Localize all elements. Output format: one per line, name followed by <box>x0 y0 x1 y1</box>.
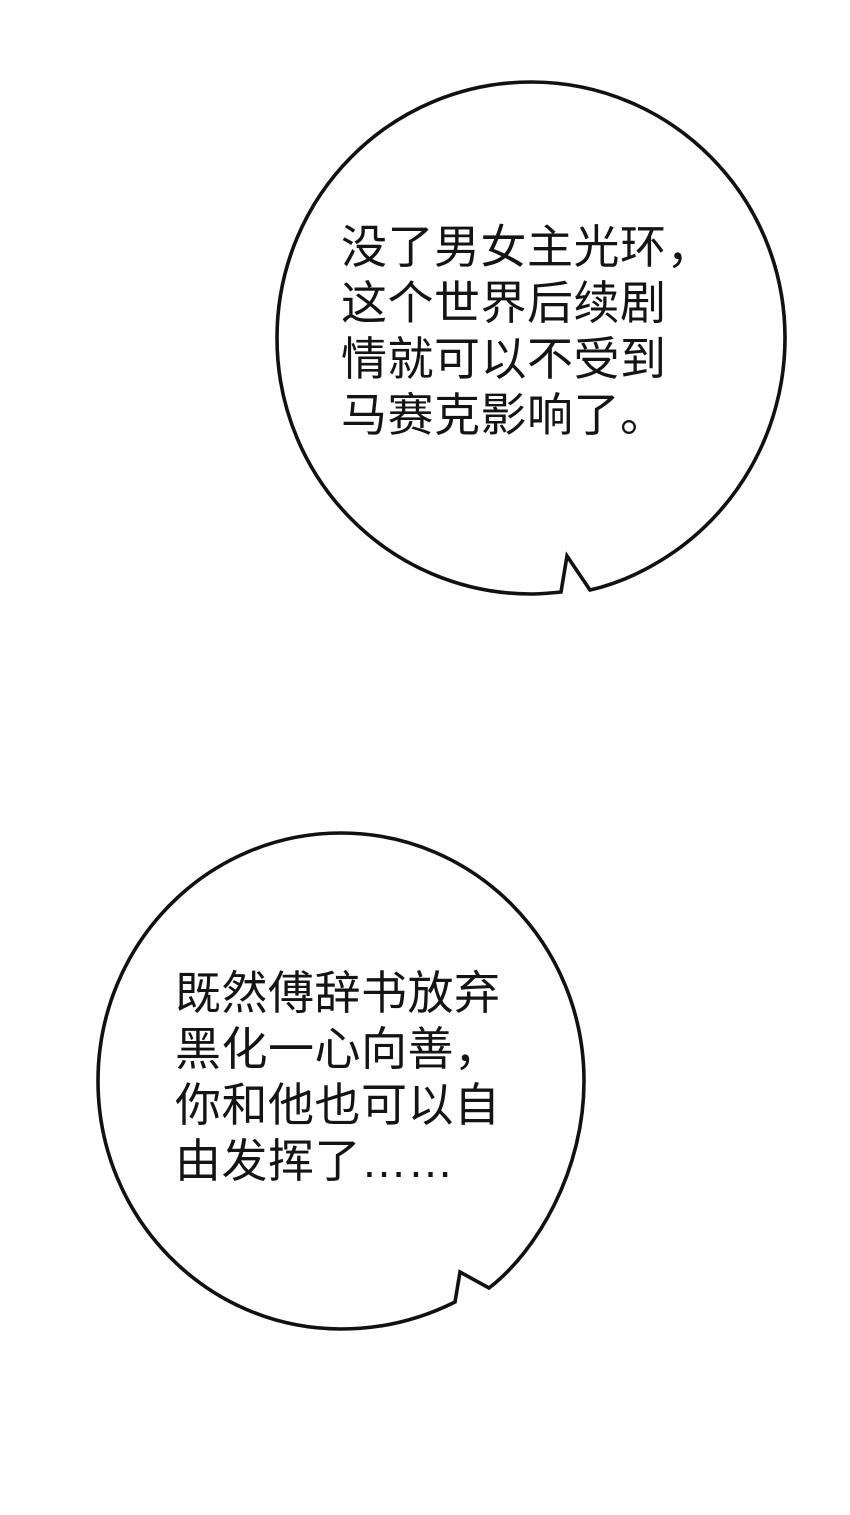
speech-bubble-2-text: 既然傅辞书放弃 黑化一心向善， 你和他也可以自 由发挥了…… <box>175 967 501 1187</box>
speech-bubble-1-text: 没了男女主光环， 这个世界后续剧 情就可以不受到 马赛克影响了。 <box>341 221 713 441</box>
